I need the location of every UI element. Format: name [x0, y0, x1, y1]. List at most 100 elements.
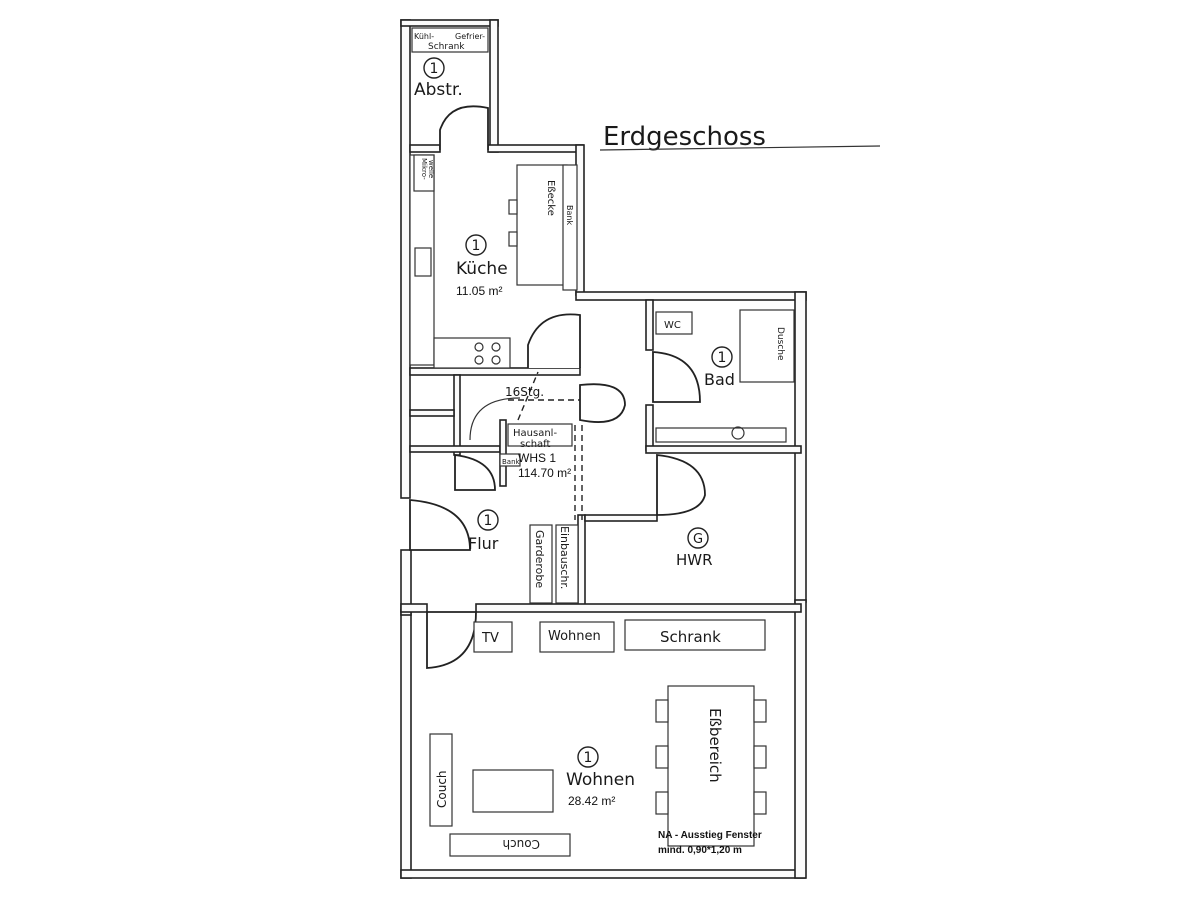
wall-shaft-left — [499, 419, 507, 487]
kitchen-chair — [508, 199, 518, 215]
label-schrank: Schrank — [660, 628, 721, 646]
sink — [414, 247, 432, 277]
unit-area: 114.70 m² — [518, 466, 571, 480]
shower — [739, 309, 795, 383]
label-bank-kitchen: Bank — [565, 205, 574, 225]
einbauschrank-cabinet — [555, 524, 579, 604]
label-stairs: 16Stg. — [505, 385, 544, 399]
room-area-wohnen: 28.42 m² — [568, 794, 615, 808]
room-name-wohnen: Wohnen — [566, 770, 635, 790]
label-couch-bottom: Couch — [502, 837, 540, 851]
door-bad[interactable] — [652, 351, 701, 403]
wall-wohnen-right — [794, 599, 807, 879]
door-entrance[interactable] — [409, 499, 471, 551]
wardrobe — [624, 619, 766, 651]
label-tv: TV — [481, 631, 499, 646]
plan-title: Erdgeschoss — [603, 122, 766, 152]
door-stair[interactable] — [579, 383, 626, 423]
stairs-diagonal — [517, 371, 539, 421]
label-essecke: Eßecke — [545, 180, 556, 216]
door-kitchen[interactable] — [527, 313, 581, 368]
room-number-flur: 1 — [484, 513, 493, 529]
room-number-circle — [465, 234, 487, 256]
room-name-abstr: Abstr. — [414, 80, 463, 100]
wall-bad-left — [645, 299, 654, 351]
wall-hwr-top — [584, 514, 658, 522]
kitchen-chair — [508, 231, 518, 247]
room-number-circle — [477, 509, 499, 531]
dining-chair — [753, 791, 767, 815]
wall-abstr-left — [400, 19, 411, 499]
dining-table — [667, 685, 755, 847]
label-fridge-2: Gefrier- — [455, 32, 485, 41]
stove-burner — [474, 342, 484, 352]
stairs-run — [469, 397, 521, 441]
stove-burner — [491, 342, 501, 352]
label-wohnen-shelf: Wohnen — [548, 629, 601, 644]
room-name-flur: Flur — [468, 534, 499, 553]
room-area-kueche: 11.05 m² — [456, 284, 502, 298]
dining-chair — [655, 745, 669, 769]
room-number-circle — [711, 346, 733, 368]
wall-wohnen-top-left — [400, 603, 428, 613]
wall-abstr-right — [489, 19, 499, 153]
room-number-hwr: G — [693, 532, 703, 547]
room-name-bad: Bad — [704, 370, 735, 389]
door-hwr[interactable] — [656, 454, 706, 516]
wall-flur-left — [400, 549, 412, 616]
dining-chair — [753, 699, 767, 723]
label-bank-flur: Bank — [502, 458, 521, 466]
door-abstr[interactable] — [439, 105, 489, 150]
title-underline — [599, 145, 881, 151]
door-wohnen[interactable] — [426, 611, 477, 669]
wall-abstr-top — [400, 19, 499, 27]
couch-left — [429, 733, 453, 827]
dining-chair — [655, 791, 669, 815]
wohnen-shelf — [539, 621, 615, 653]
garderobe-cabinet — [529, 524, 553, 604]
wall-hwr-left — [577, 514, 586, 611]
shaft-dashed — [574, 425, 583, 520]
wall-abstr-bottom-right — [487, 144, 584, 153]
window-note-2: mind. 0,90*1,20 m — [658, 845, 742, 856]
shaft-box — [507, 423, 573, 447]
fridge-cabinet — [411, 27, 489, 53]
wall-closet-mid — [409, 409, 455, 417]
wall-flur-top — [409, 445, 501, 453]
stove-burner — [491, 355, 501, 365]
wall-kitchen-bottom — [409, 367, 581, 376]
label-shaft-2: schaft — [520, 439, 551, 450]
label-shaft-1: Hausanl- — [513, 428, 557, 439]
stove-burner — [474, 355, 484, 365]
room-number-bad: 1 — [718, 350, 727, 366]
label-fridge-1: Kühl- — [414, 32, 434, 41]
kitchen-bench — [562, 164, 578, 291]
label-couch-left: Couch — [435, 770, 449, 808]
flur-bench — [499, 453, 521, 467]
label-dusche: Dusche — [775, 327, 785, 361]
label-essbereich: Eßbereich — [706, 708, 724, 783]
wall-abstr-bottom — [409, 144, 441, 153]
washbasin — [731, 426, 745, 440]
label-garderobe: Garderobe — [533, 530, 546, 588]
wall-stair-left — [453, 374, 461, 456]
wall-kitchen-right-step — [575, 291, 807, 301]
bath-counter — [655, 427, 787, 443]
label-einbauschr: Einbauschr. — [558, 526, 571, 589]
wall-bad-left-lower — [645, 404, 654, 451]
wall-wohnen-bottom — [400, 869, 806, 879]
coffee-table — [472, 769, 554, 813]
room-number-wohnen: 1 — [584, 750, 593, 766]
room-name-kueche: Küche — [456, 259, 508, 279]
room-number-abstr: 1 — [430, 61, 439, 77]
dining-chair — [753, 745, 767, 769]
room-name-hwr: HWR — [676, 551, 713, 569]
room-number-kueche: 1 — [472, 238, 481, 254]
room-number-circle — [687, 527, 709, 549]
room-number-circle — [577, 746, 599, 768]
couch-bottom — [449, 833, 571, 857]
door-flur-bottom[interactable] — [454, 453, 496, 491]
room-number-circle — [423, 57, 445, 79]
wall-wohnen-top — [475, 603, 802, 613]
